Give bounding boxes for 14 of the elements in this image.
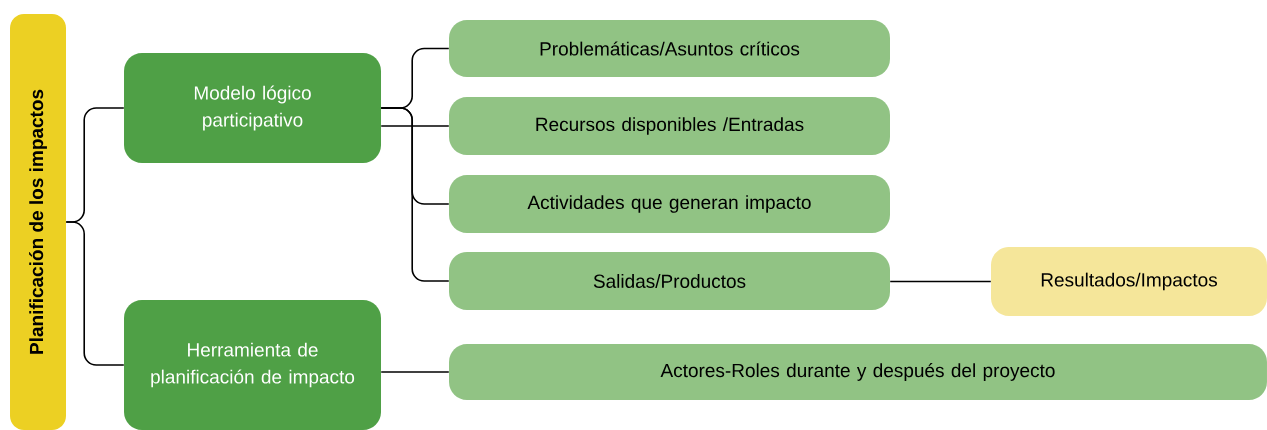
- connector-line: [65, 221, 125, 366]
- vertical-banner: Planificación de los impactos: [10, 14, 66, 430]
- category-box: Herramienta de planificación de impacto: [124, 300, 381, 430]
- connector-line: [380, 107, 450, 282]
- category-box: Modelo lógico participativo: [124, 53, 381, 163]
- connector-line: [380, 371, 450, 373]
- item-box: Actividades que generan impacto: [449, 175, 890, 233]
- item-box: Actores-Roles durante y después del proyecto: [449, 344, 1267, 400]
- item-box: Salidas/Productos: [449, 252, 890, 310]
- item-box: Recursos disponibles /Entradas: [449, 97, 890, 155]
- item-box: Problemáticas/Asuntos críticos: [449, 20, 890, 77]
- connector-line: [889, 280, 992, 283]
- result-box: Resultados/Impactos: [991, 247, 1267, 316]
- connector-line: [380, 125, 450, 127]
